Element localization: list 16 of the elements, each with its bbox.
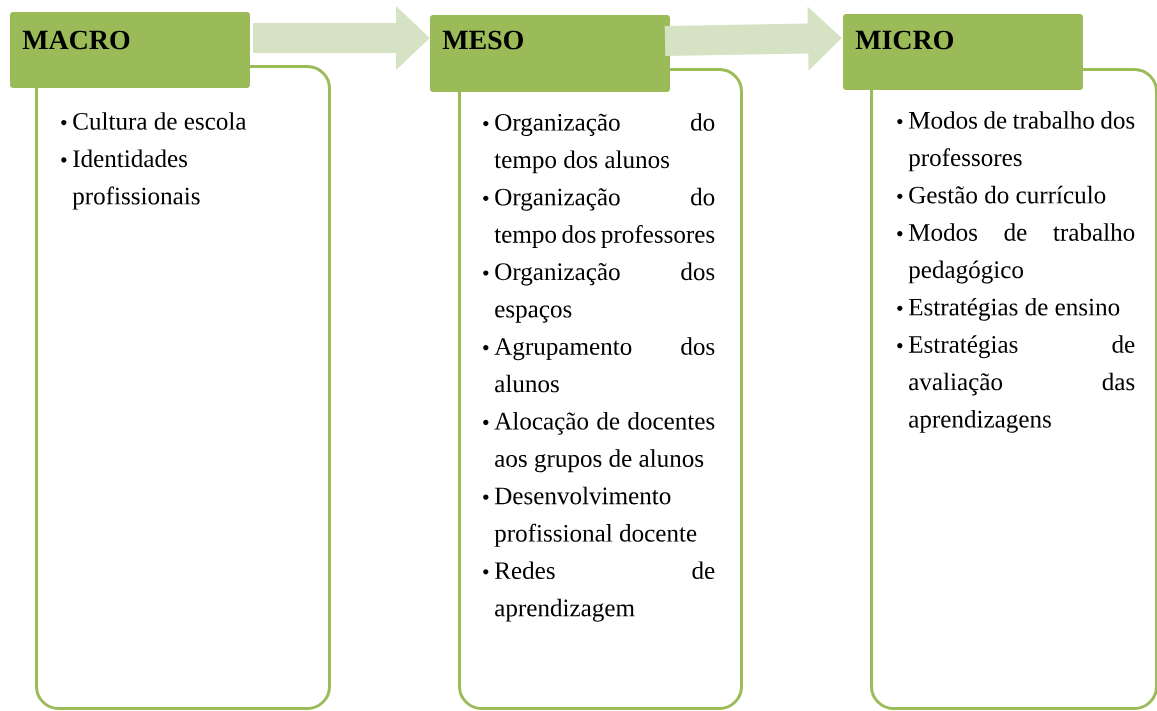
bullet-item: Modos de trabalho dos professores	[897, 111, 1135, 172]
heading-tab: MICRO	[843, 14, 1083, 90]
bullet-item: Alocação de docentes aos grupos de alunos	[483, 412, 715, 473]
bullet-item: Agrupamento dos alunos	[483, 337, 715, 393]
heading-tab: MACRO	[10, 12, 250, 88]
bullet-item: Organização dos espaços	[483, 262, 715, 323]
bullet-item: Redes de aprendizagem	[483, 561, 715, 622]
bullet-item: Gestão do currículo	[897, 185, 1106, 204]
bullet-item: Organização do tempo dos professores	[483, 187, 715, 248]
heading-tab: MESO	[430, 15, 670, 92]
bullet-item: Estratégias de avaliação das aprendizagens	[897, 335, 1135, 433]
bullet-item: Organização do tempo dos alunos	[483, 113, 715, 174]
bullet-item: Modos de trabalho pedagógico	[897, 223, 1135, 284]
bullet-item: Cultura de escola	[61, 112, 247, 130]
bullet-item: Identidades profissionais	[61, 149, 200, 210]
bullet-item: Estratégias de ensino	[897, 297, 1120, 321]
